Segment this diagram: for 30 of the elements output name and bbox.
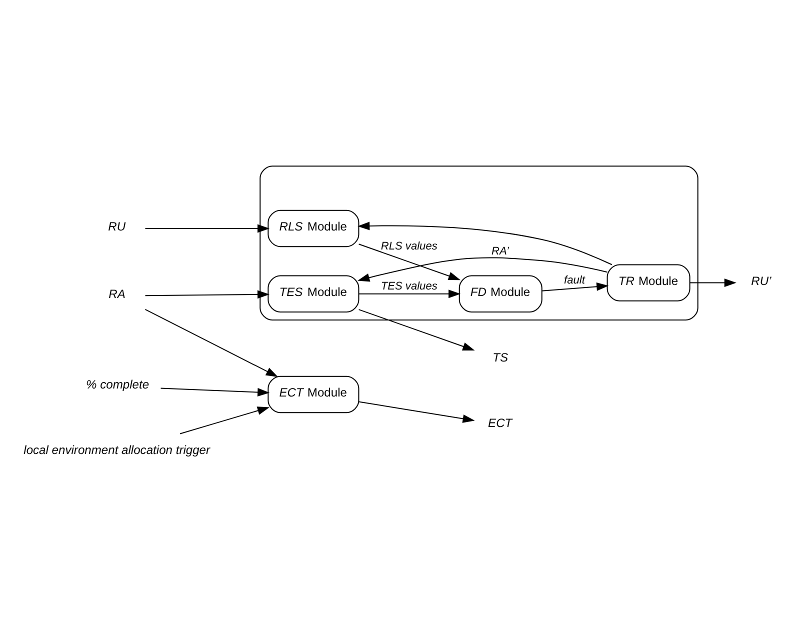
node-box: TR Module <box>606 264 690 301</box>
arrow <box>357 256 608 282</box>
arrow <box>145 290 270 298</box>
cluster <box>260 165 698 320</box>
node-box: FD Module <box>458 274 542 312</box>
edge-label: RLS values <box>380 240 438 252</box>
node-box: ECT Module <box>268 375 360 413</box>
node-text: % complete <box>86 377 150 392</box>
node-text: TS <box>492 350 508 364</box>
arrow <box>145 308 278 376</box>
edge-label: RA’ <box>492 244 509 257</box>
edge-label: fault <box>564 274 585 286</box>
arrow <box>358 400 475 422</box>
node-text: RU <box>108 219 126 234</box>
node-box: TES Module <box>268 274 360 312</box>
node-text: RU’ <box>751 273 772 288</box>
arrow <box>358 221 612 265</box>
arrow <box>145 224 270 232</box>
node-text: ECT <box>488 415 512 430</box>
arrow <box>358 289 461 298</box>
arrow <box>180 406 270 434</box>
node-text: local environment allocation trigger <box>24 442 210 456</box>
edge-label: TES values <box>380 280 438 292</box>
node-box: RLS Module <box>268 209 360 247</box>
arrow <box>358 243 461 280</box>
arrow <box>690 278 736 287</box>
arrow <box>160 387 270 396</box>
arrow <box>542 282 609 291</box>
arrow <box>358 308 475 350</box>
node-text: RA <box>108 286 126 300</box>
